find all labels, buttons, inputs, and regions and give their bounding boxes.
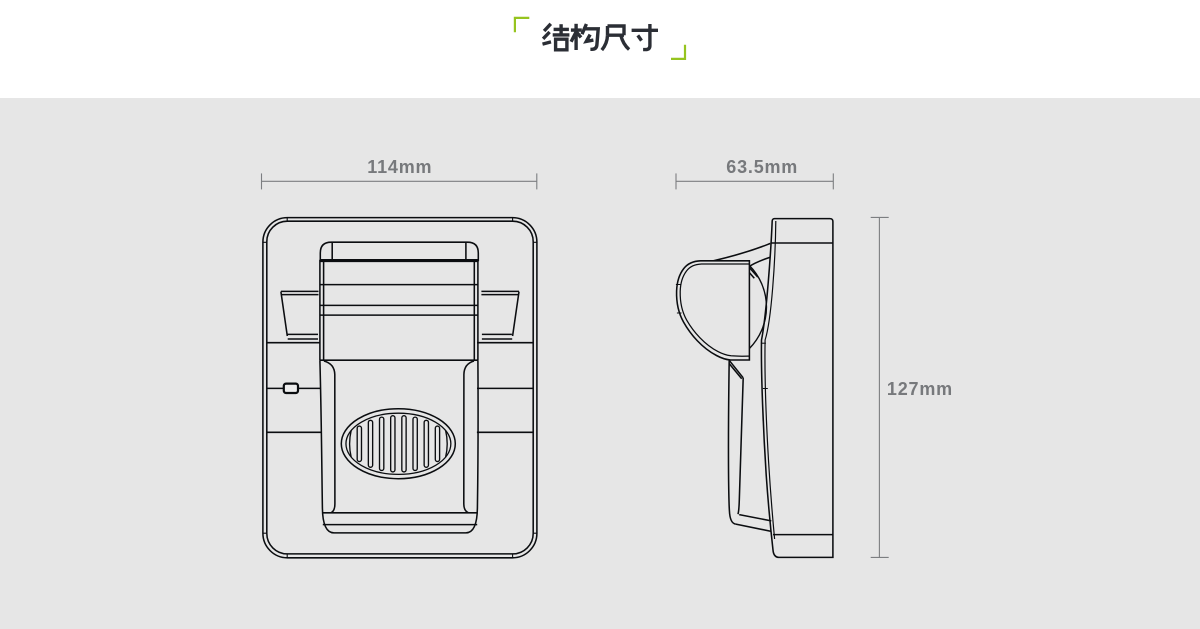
- svg-text:127mm: 127mm: [887, 379, 953, 399]
- svg-text:63.5mm: 63.5mm: [726, 157, 798, 177]
- svg-text:114mm: 114mm: [367, 157, 432, 177]
